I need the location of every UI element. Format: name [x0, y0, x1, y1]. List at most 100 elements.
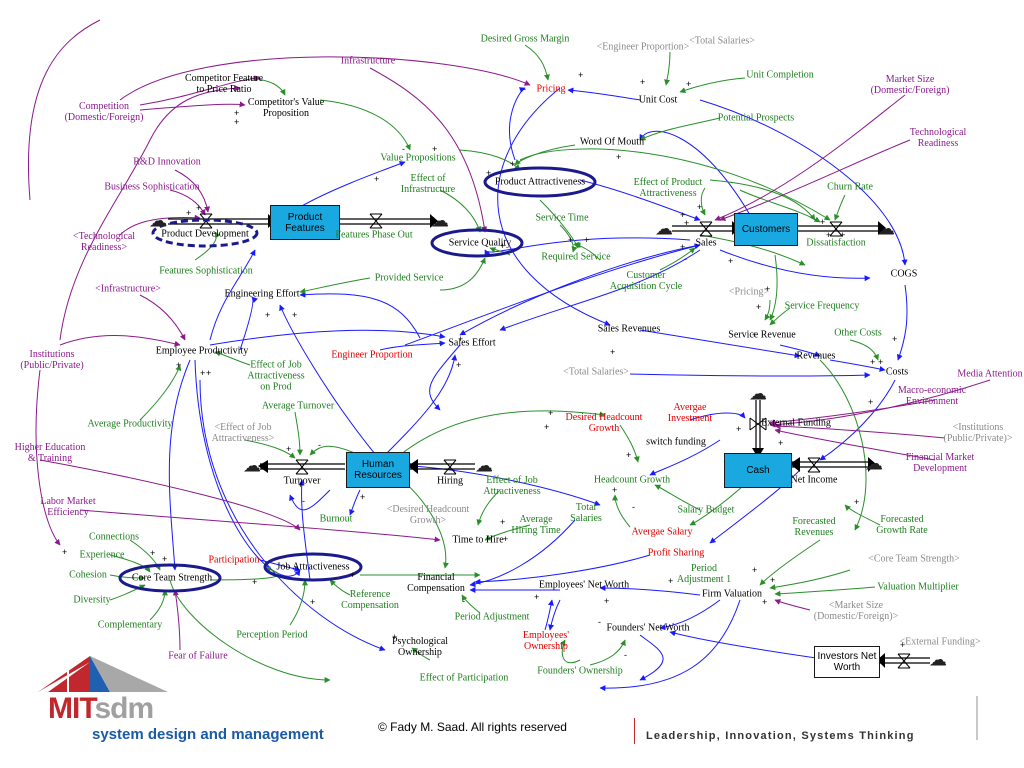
var-employees-net-worth[interactable]: Employees' Net Worth: [538, 579, 630, 591]
var-costs[interactable]: Costs: [885, 366, 909, 378]
var-rd-innovation[interactable]: R&D Innovation: [133, 156, 201, 168]
var-competitors-value-proposition[interactable]: Competitor's Value Proposition: [247, 97, 325, 119]
stock-product-features[interactable]: Product Features: [270, 205, 340, 240]
var-product-development[interactable]: Product Development: [161, 228, 249, 240]
var-product-attractiveness[interactable]: Product Attractiveness: [494, 176, 586, 188]
var-diversity[interactable]: Diversity: [73, 594, 111, 606]
var-fear-of-failure[interactable]: Fear of Failure: [168, 650, 228, 662]
var-external-funding[interactable]: External Funding: [761, 417, 831, 429]
var-total-salaries-shadow-mid[interactable]: <Total Salaries>: [563, 366, 629, 378]
var-total-salaries[interactable]: Total Salaries: [570, 502, 602, 524]
var-potential-prospects[interactable]: Potential Prospects: [717, 112, 795, 124]
var-institutions-shadow[interactable]: <Institutions (Public/Private)>: [943, 422, 1013, 444]
var-effect-of-infrastructure[interactable]: Effect of Infrastructure: [400, 173, 456, 195]
var-core-team-strength[interactable]: Core Team Strength: [131, 572, 213, 584]
var-profit-sharing[interactable]: Profit Sharing: [647, 547, 705, 559]
var-service-time[interactable]: Service Time: [535, 212, 589, 224]
var-effect-of-job-attractiveness[interactable]: Effect of Job Attractiveness: [483, 475, 541, 497]
var-forecasted-growth-rate[interactable]: Forecasted Growth Rate: [876, 514, 928, 536]
stock-human-resources[interactable]: Human Resources: [346, 452, 410, 488]
var-churn-rate[interactable]: Churn Rate: [827, 181, 873, 193]
var-complementary[interactable]: Complementary: [97, 619, 163, 631]
var-financial-market-development[interactable]: Financial Market Development: [905, 452, 975, 474]
var-competitor-feature-price-ratio[interactable]: Competitor Feature to Price Ratio: [184, 73, 264, 95]
var-burnout[interactable]: Burnout: [319, 513, 353, 525]
var-period-adjustment-1[interactable]: Period Adjustment 1: [676, 563, 732, 585]
var-technological-readiness[interactable]: Technological Readiness: [909, 127, 967, 149]
var-valuation-multiplier[interactable]: Valuation Multiplier: [877, 581, 959, 593]
var-founders-net-worth[interactable]: Founders' Net Worth: [606, 622, 690, 634]
var-turnover[interactable]: Turnover: [283, 475, 321, 487]
var-service-quality[interactable]: Service Quality: [448, 237, 512, 249]
var-desired-gross-margin[interactable]: Desired Gross Margin: [480, 33, 570, 45]
var-founders-ownership[interactable]: Founders' Ownership: [537, 665, 623, 677]
var-other-costs[interactable]: Other Costs: [834, 327, 882, 339]
var-higher-education[interactable]: Higher Education & Training: [14, 442, 86, 464]
var-experience[interactable]: Experience: [79, 549, 125, 561]
var-unit-cost[interactable]: Unit Cost: [638, 94, 678, 106]
var-pricing[interactable]: Pricing: [536, 83, 566, 95]
var-infrastructure-shadow[interactable]: <Infrastructure>: [95, 283, 161, 295]
var-desired-headcount-growth[interactable]: Desired Headcount Growth: [565, 412, 643, 434]
var-firm-valuation[interactable]: Firm Valuation: [701, 588, 763, 600]
stock-investors-net-worth[interactable]: Investors Net Worth: [814, 646, 880, 678]
var-total-salaries-shadow-top[interactable]: <Total Salaries>: [689, 35, 755, 47]
var-participation[interactable]: Participation: [208, 554, 260, 566]
var-required-service[interactable]: Required Service: [541, 251, 611, 263]
var-infrastructure[interactable]: Infrastructure: [340, 55, 396, 67]
stock-customers[interactable]: Customers: [734, 213, 798, 246]
var-average-productivity[interactable]: Average Productivity: [87, 418, 173, 430]
var-market-size[interactable]: Market Size (Domestic/Foreign): [870, 74, 950, 96]
var-external-funding-shadow[interactable]: <External Funding>: [899, 636, 981, 648]
var-hiring[interactable]: Hiring: [436, 475, 464, 487]
var-cohesion[interactable]: Cohesion: [69, 569, 107, 581]
var-avergae-investment[interactable]: Avergae Investment: [667, 402, 713, 424]
var-unit-completion[interactable]: Unit Completion: [746, 69, 814, 81]
var-headcount-growth[interactable]: Headcount Growth: [593, 474, 671, 486]
var-service-revenue[interactable]: Service Revenue: [728, 329, 796, 341]
var-net-income[interactable]: Net Income: [790, 474, 838, 486]
var-connections[interactable]: Connections: [89, 531, 139, 543]
var-perception-period[interactable]: Perception Period: [236, 629, 308, 641]
var-customer-acquisition-cycle[interactable]: Customer Acquisition Cycle: [609, 270, 683, 292]
var-psychological-ownership[interactable]: Psychological Ownership: [391, 636, 449, 658]
var-macro-economic-environment[interactable]: Macro-economic Environment: [897, 385, 967, 407]
var-effect-of-participation[interactable]: Effect of Participation: [419, 672, 509, 684]
var-avergae-salary[interactable]: Avergae Salary: [631, 526, 693, 538]
var-market-size-shadow[interactable]: <Market Size (Domestic/Foreign)>: [813, 600, 899, 622]
var-average-hiring-time[interactable]: Average Hiring Time: [511, 514, 561, 536]
var-revenues[interactable]: Revenues: [796, 350, 836, 362]
var-sales-revenues[interactable]: Sales Revenues: [597, 323, 661, 335]
var-financial-compensation[interactable]: Financial Compensation: [407, 572, 465, 594]
var-pricing-shadow[interactable]: <Pricing>: [728, 286, 770, 298]
var-sales[interactable]: Sales: [695, 237, 717, 249]
var-employee-productivity[interactable]: Employee Productivity: [155, 345, 249, 357]
var-business-sophistication[interactable]: Business Sophistication: [104, 181, 200, 193]
var-forecasted-revenues[interactable]: Forecasted Revenues: [792, 516, 836, 538]
var-competition[interactable]: Competition (Domestic/Foreign): [64, 101, 144, 123]
var-job-attractiveness[interactable]: Job Attractiveness: [276, 561, 350, 573]
var-average-turnover[interactable]: Average Turnover: [261, 400, 335, 412]
var-labor-market-efficiency[interactable]: Labor Market Efficiency: [40, 496, 96, 518]
var-dissatisfaction[interactable]: Dissatisfaction: [806, 237, 866, 249]
var-salary-budget[interactable]: Salary Budget: [677, 504, 735, 516]
var-features-sophistication[interactable]: Features Sophistication: [159, 265, 253, 277]
var-provided-service[interactable]: Provided Service: [374, 272, 444, 284]
var-institutions[interactable]: Institutions (Public/Private): [20, 349, 84, 371]
var-media-attention[interactable]: Media Attention: [957, 368, 1023, 380]
var-reference-compensation[interactable]: Reference Compensation: [341, 589, 399, 611]
var-period-adjustment[interactable]: Period Adjustment: [454, 611, 530, 623]
var-effect-of-job-attractiveness-shadow[interactable]: <Effect of Job Attractiveness>: [211, 422, 275, 444]
var-effect-of-job-attractiveness-on-prod[interactable]: Effect of Job Attractiveness on Prod: [247, 359, 305, 393]
var-sales-effort[interactable]: Sales Effort: [448, 337, 496, 349]
var-engineering-effort[interactable]: Engineering Effort: [224, 288, 300, 300]
var-time-to-hire[interactable]: Time to Hire: [452, 534, 504, 546]
var-features-phase-out[interactable]: Features Phase Out: [335, 229, 413, 241]
var-value-propositions[interactable]: Value Propositions: [380, 152, 456, 164]
stock-cash[interactable]: Cash: [724, 453, 792, 488]
var-engineer-proportion-shadow[interactable]: <Engineer Proportion>: [596, 41, 690, 53]
var-switch-funding[interactable]: switch funding: [646, 436, 706, 448]
var-technological-readiness-shadow[interactable]: <Technological Readiness>: [72, 231, 136, 253]
var-effect-of-product-attractiveness[interactable]: Effect of Product Attractiveness: [633, 177, 703, 199]
var-core-team-strength-shadow[interactable]: <Core Team Strength>: [868, 553, 960, 565]
